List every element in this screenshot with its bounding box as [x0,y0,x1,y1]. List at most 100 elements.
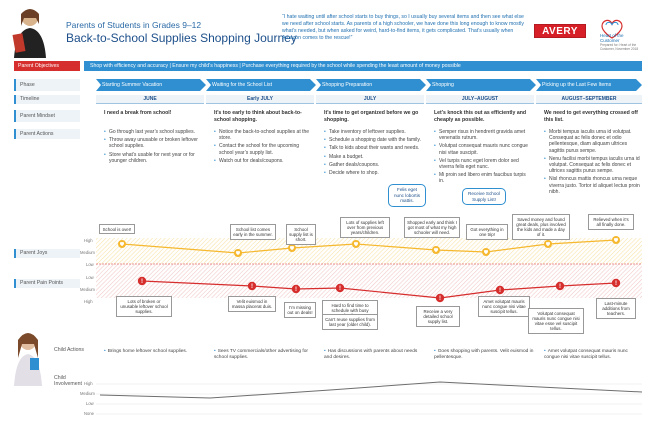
action-item: Nenu facilisi morbi tempus iaculis urna … [544,156,640,175]
joy-marker [234,249,242,257]
action-item: Make a budget. [324,154,422,160]
row-label-child-involvement: Child Involvement [54,375,82,387]
row-label-joys: Parent Joys [14,249,80,258]
action-item: Semper risus in hendrerit gravida amet v… [434,129,532,141]
action-item: Take inventory of leftover supplies. [324,129,422,135]
pain-axis-high: High [84,299,93,304]
parent-portrait [12,9,46,58]
svg-text:!: ! [559,284,561,290]
header: Parents of Students in Grades 9–12 Back-… [0,0,650,60]
action-item: Mi proin sed libero enim faucibus turpis… [434,172,532,184]
avery-logo: AVERY [534,24,586,38]
phase-1: Starting Summer Vacation [96,79,206,91]
joy-note: Got everything in one trip! [466,224,508,240]
actions-2: Notice the back-to-school supplies at th… [214,129,312,166]
row-label-phase: Phase [14,79,80,91]
child-portrait [14,333,42,386]
actions-5: Morbi tempus iaculis urna id volutpat. C… [544,129,640,197]
actions-1: Go through last year’s school supplies. … [104,129,202,166]
timeline-4: JULY–AUGUST [426,95,534,104]
pain-note: Velit euismod in massa placerat duis. [228,296,276,312]
child-action: Sees TV commercials/other advertising fo… [214,349,314,361]
svg-text:!: ! [251,284,253,290]
row-label-pains: Parent Pain Points [14,279,80,288]
joy-note: School is over! [99,224,135,235]
pain-layer: !!!!!!!! [137,276,621,303]
pain-axis-low: Low [86,275,94,280]
action-item: Schedule a shopping date with the family… [324,137,422,143]
child-axis-low: Low [86,401,94,406]
pain-marker: ! [247,281,257,291]
row-label-actions: Parent Actions [14,129,80,139]
pain-marker: ! [137,276,147,286]
row-label-timeline: Timeline [14,95,80,104]
child-action: Has discussions with parents about needs… [324,349,424,361]
joy-marker [432,246,440,254]
pain-marker: ! [495,285,505,295]
joy-note: School list comes early in the summer. [230,224,276,240]
joy-note: Saved money and found great deals, plus … [512,214,570,241]
joy-marker [612,236,620,244]
pain-note: Amet volutpat mauris nunc congue nisi vi… [478,296,530,317]
pain-marker: ! [335,283,345,293]
joy-layer [118,236,620,257]
actions-4: Semper risus in hendrerit gravida amet v… [434,129,532,187]
joy-marker [482,248,490,256]
phase-2: Waiting for the School List [206,79,316,91]
pain-axis-medium: Medium [80,287,95,292]
pain-note: Lots of broken or unusable leftover scho… [116,296,172,317]
action-item: Notice the back-to-school supplies at th… [214,129,312,141]
pain-marker: ! [555,281,565,291]
objectives-label: Parent Objectives [14,61,80,71]
svg-text:!: ! [339,286,341,292]
mindset-4: Let’s knock this out as efficiently and … [434,110,527,123]
svg-text:!: ! [499,288,501,294]
phase-4: Shopping [426,79,536,91]
timeline-1: JUNE [96,95,204,104]
phase-5: Picking up the Last Few Items [536,79,642,91]
joy-marker [544,240,552,248]
action-item: Talk to kids about their wants and needs… [324,145,422,151]
joy-axis-medium: Medium [80,250,95,255]
pain-marker: ! [435,293,445,303]
pain-note: Receive a very detailed school supply li… [416,306,460,327]
joy-marker [118,240,126,248]
pain-marker: ! [611,278,621,288]
joys-band [96,238,642,264]
pain-note: Last-minute additions from teachers. [596,298,636,319]
callout-bubble: Receive School Supply List! [462,188,506,206]
joy-marker [352,240,360,248]
action-item: Throw away unusable or broken leftover s… [104,137,202,149]
phase-3: Shopping Preparation [316,79,426,91]
mindset-1: I need a break from school! [104,110,172,116]
mindset-5: We need to get everything crossed off th… [544,110,638,123]
pain-note: Volutpat consequat mauris nunc congue ni… [528,308,584,335]
action-item: Go through last year’s school supplies. [104,129,202,135]
child-action: Goes shopping with parents. Velit euismo… [434,349,534,361]
child-axis-medium: Medium [80,391,95,396]
timeline-3: JULY [316,95,424,104]
heart-of-customer-logo [601,19,623,39]
partner-note: Prepared for: Heart of the Customer, Nov… [600,43,639,51]
row-label-child-actions: Child Actions [54,347,84,353]
joy-axis-low: Low [86,262,94,267]
pain-curve [141,280,617,299]
timeline-2: Early JULY [206,95,314,104]
page-title: Back-to-School Supplies Shopping Journey [66,31,297,45]
pain-note: I’m missing out on deals! [284,302,316,318]
joy-curve [121,239,617,254]
joy-note: School supply list is short. [286,224,316,245]
action-item: Gather deals/coupons. [324,162,422,168]
joy-note: Shopped early and think I got most of wh… [404,217,460,238]
action-item: Store what’s usable for next year or for… [104,152,202,164]
child-action: Amet volutpat consequat mauris nunc cong… [544,349,642,361]
action-item: Decide where to shop. [324,170,422,176]
svg-text:!: ! [439,296,441,302]
joy-axis-high: High [84,238,93,243]
action-item: Morbi tempus iaculis urna id volutpat. C… [544,129,640,154]
pain-note: Can’t reuse supplies from last year (old… [322,314,378,330]
timeline-5: AUGUST–SEPTEMBER [536,95,642,104]
joy-note: Lots of supplies left over from previous… [340,217,390,238]
